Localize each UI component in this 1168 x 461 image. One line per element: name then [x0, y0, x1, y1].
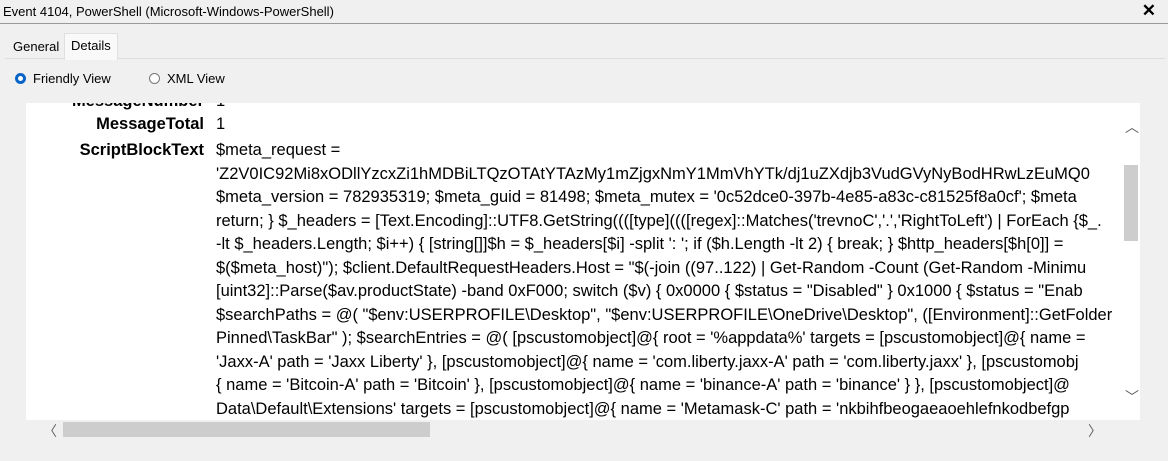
script-line-text: $meta_version = 782935319; $meta_guid = … [216, 188, 1077, 206]
tab-general[interactable]: General [13, 39, 60, 54]
script-line: $meta_version = 782935319; $meta_guid = … [26, 185, 1122, 209]
field-message-total: MessageTotal 1 [26, 112, 1122, 136]
script-line: $searchPaths = @( "$env:USERPROFILE\Desk… [26, 303, 1122, 327]
field-label: MessageTotal [96, 115, 204, 133]
script-line-text: $searchPaths = @( "$env:USERPROFILE\Desk… [216, 305, 1113, 324]
scroll-left-icon[interactable]: 〈 [43, 423, 57, 439]
field-label: MessageNumber [72, 103, 204, 113]
script-line-text: $meta_request = [216, 141, 341, 159]
scroll-right-icon[interactable]: 〉 [1088, 423, 1102, 439]
script-line: [uint32]::Parse($av.productState) -band … [26, 279, 1122, 303]
field-label: ScriptBlockText [79, 141, 204, 159]
friendly-view-label: Friendly View [33, 71, 111, 86]
script-line: 'Z2V0IC92Mi8xODllYzcxZi1hMDBiLTQzOTAtYTA… [26, 162, 1122, 186]
script-line-text: [uint32]::Parse($av.productState) -band … [216, 282, 1083, 300]
script-line-text: Data\Default\Extensions' targets = [pscu… [216, 399, 1070, 418]
field-message-number: MessageNumber 1 [26, 103, 1122, 113]
field-script-block-text: ScriptBlockText [26, 138, 1122, 162]
horizontal-scroll-thumb[interactable] [63, 422, 430, 437]
script-line: return; } $_headers = [Text.Encoding]::U… [26, 209, 1122, 233]
script-line: Pinned\TaskBar" ); $searchEntries = @( [… [26, 326, 1122, 350]
script-line: 'Jaxx-A' path = 'Jaxx Liberty' }, [pscus… [26, 350, 1122, 374]
radio-selected-icon [15, 73, 26, 84]
xml-view-radio[interactable]: XML View [149, 71, 225, 86]
xml-view-label: XML View [167, 71, 225, 86]
script-line-text: -lt $_headers.Length; $i++) { [string[]]… [216, 235, 1064, 253]
script-line-text: 'Z2V0IC92Mi8xODllYzcxZi1hMDBiLTQzOTAtYTA… [216, 164, 1090, 183]
script-line: Data\Default\Extensions' targets = [pscu… [26, 397, 1122, 421]
field-value: 1 [216, 103, 225, 113]
script-line: $($meta_host)"); $client.DefaultRequestH… [26, 256, 1122, 280]
script-line-text: return; } $_headers = [Text.Encoding]::U… [216, 211, 1102, 230]
title-bar: Event 4104, PowerShell (Microsoft-Window… [0, 0, 1168, 24]
field-value: 1 [216, 115, 226, 133]
script-line-text: $($meta_host)"); $client.DefaultRequestH… [216, 258, 1087, 277]
vertical-scroll-thumb[interactable] [1124, 165, 1138, 241]
horizontal-scrollbar[interactable]: 〈 〉 [26, 420, 1122, 440]
event-details-content: MessageNumber 1 MessageTotal 1 ScriptBlo… [26, 103, 1122, 420]
script-line: $meta_request = [26, 138, 1122, 162]
script-line-text: 'Jaxx-A' path = 'Jaxx Liberty' }, [pscus… [216, 352, 1079, 371]
scroll-up-icon[interactable]: ︿ [1125, 119, 1139, 135]
script-line: -lt $_headers.Length; $i++) { [string[]]… [26, 232, 1122, 256]
close-icon[interactable]: ✕ [1141, 1, 1156, 20]
script-line-text: { name = 'Bitcoin-A' path = 'Bitcoin' },… [216, 376, 1070, 394]
vertical-scrollbar[interactable]: ︿ ﹀ [1122, 103, 1140, 420]
tab-details[interactable]: Details [64, 33, 118, 60]
script-line-text: Pinned\TaskBar" ); $searchEntries = @( [… [216, 329, 1086, 347]
window-title: Event 4104, PowerShell (Microsoft-Window… [3, 4, 334, 19]
scroll-down-icon[interactable]: ﹀ [1125, 389, 1139, 405]
script-line: { name = 'Bitcoin-A' path = 'Bitcoin' },… [26, 373, 1122, 397]
radio-unselected-icon [149, 73, 160, 84]
friendly-view-radio[interactable]: Friendly View [15, 71, 111, 86]
